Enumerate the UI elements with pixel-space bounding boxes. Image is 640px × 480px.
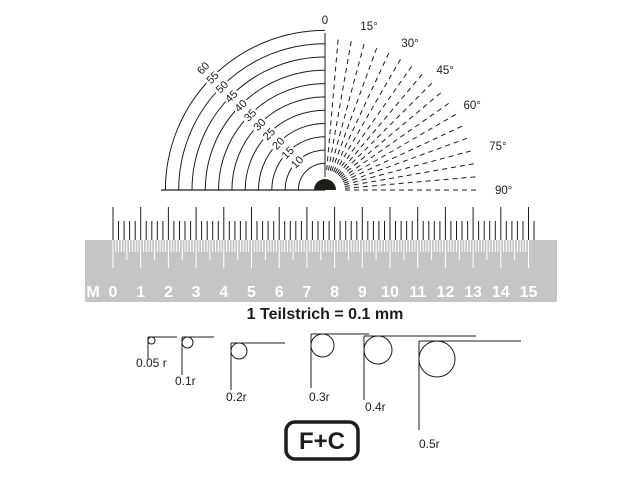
center-hub bbox=[314, 179, 336, 190]
angle-ray bbox=[329, 43, 365, 171]
radius-example: 0.05 r bbox=[136, 336, 177, 370]
ruler-number: 9 bbox=[358, 284, 367, 301]
angle-label: 45° bbox=[437, 65, 454, 77]
radius-example: 0.4r bbox=[363, 335, 476, 414]
radius-example: 0.2r bbox=[226, 342, 285, 404]
radius-circle bbox=[310, 333, 335, 358]
fc-logo: F+C bbox=[284, 420, 360, 461]
radius-label: 0.5r bbox=[419, 437, 440, 451]
angle-ray bbox=[342, 113, 457, 181]
radius-arc bbox=[178, 43, 326, 191]
ruler-number: 7 bbox=[302, 284, 311, 301]
logo-frame bbox=[284, 420, 360, 461]
radius-circle bbox=[181, 336, 194, 349]
angle-label: 30° bbox=[401, 38, 418, 50]
radius-examples: 0.05 r 0.1r 0.2r 0.3r 0.4r 0.5r bbox=[136, 333, 521, 451]
angle-ray bbox=[334, 58, 402, 173]
radius-arc bbox=[218, 83, 326, 191]
angle-label: 90° bbox=[495, 185, 512, 197]
ruler-number: 4 bbox=[219, 284, 228, 301]
radius-arc bbox=[204, 69, 326, 191]
radius-arc bbox=[258, 123, 326, 191]
angle-ray bbox=[341, 102, 450, 179]
radius-circle bbox=[230, 342, 248, 360]
angle-ray bbox=[339, 91, 442, 178]
radius-label: 0.2r bbox=[226, 390, 247, 404]
angle-ray bbox=[342, 125, 464, 182]
radius-arc bbox=[297, 162, 326, 191]
angle-ray bbox=[344, 176, 477, 189]
ruler-number: 6 bbox=[275, 284, 284, 301]
angle-label: 0 bbox=[322, 15, 328, 27]
angle-label: 15° bbox=[360, 21, 377, 33]
angle-ray bbox=[326, 38, 339, 171]
radius-label: 0.1r bbox=[175, 374, 196, 388]
angle-ray bbox=[333, 51, 390, 173]
radius-arc bbox=[244, 109, 326, 191]
ruler-number: 11 bbox=[409, 284, 426, 301]
radius-arc bbox=[164, 29, 326, 191]
ruler-number: 3 bbox=[192, 284, 201, 301]
ruler-number: 10 bbox=[381, 284, 399, 301]
radius-example: 0.1r bbox=[175, 336, 214, 388]
radius-arc bbox=[231, 96, 326, 191]
angle-ray bbox=[338, 82, 433, 177]
ruler-number: 1 bbox=[136, 284, 145, 301]
angle-ray bbox=[343, 137, 468, 184]
radius-arc bbox=[284, 149, 326, 191]
radius-arc bbox=[271, 136, 326, 191]
angle-label: 60° bbox=[464, 100, 481, 112]
radius-circle bbox=[147, 336, 156, 345]
ruler-number: 13 bbox=[464, 284, 482, 301]
ruler-number: 0 bbox=[109, 284, 118, 301]
angle-ray bbox=[328, 40, 352, 171]
radius-arc bbox=[191, 56, 326, 191]
logo-text: F+C bbox=[299, 428, 345, 455]
angle-ray bbox=[337, 73, 424, 176]
caption-text: 1 Teilstrich = 0.1 mm bbox=[247, 306, 404, 323]
ruler-m-label: M bbox=[86, 284, 99, 301]
radius-label: 0.4r bbox=[365, 400, 386, 414]
ruler-number: 12 bbox=[437, 284, 455, 301]
angle-ray bbox=[331, 47, 378, 172]
radius-example: 0.3r bbox=[309, 333, 369, 404]
angle-ray bbox=[344, 150, 472, 186]
radius-label: 0.3r bbox=[309, 390, 330, 404]
ruler-number: 15 bbox=[520, 284, 538, 301]
angle-ray bbox=[344, 163, 475, 187]
caption: 1 Teilstrich = 0.1 mm bbox=[247, 306, 404, 323]
angle-label: 75° bbox=[489, 141, 506, 153]
radius-label: 0.05 r bbox=[136, 356, 167, 370]
radius-example: 0.5r bbox=[418, 340, 521, 451]
ruler-number: 2 bbox=[164, 284, 173, 301]
ruler-number: 14 bbox=[492, 284, 510, 301]
ruler-number: 5 bbox=[247, 284, 256, 301]
radius-circle bbox=[363, 335, 393, 365]
angle-ray bbox=[336, 65, 413, 174]
radius-circle bbox=[418, 340, 456, 378]
ruler-number: 8 bbox=[330, 284, 339, 301]
